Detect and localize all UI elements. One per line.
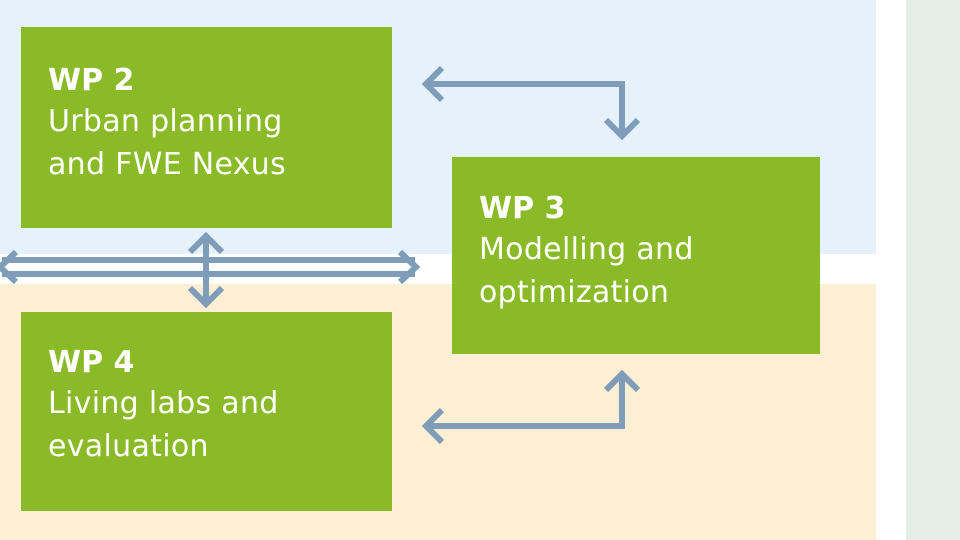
wp4-box: WP 4 Living labs and evaluation [21, 312, 392, 511]
wp2-description-line-1: Urban planning [48, 104, 283, 139]
wp2-title: WP 2 [48, 63, 135, 98]
wp2-description-line-2: and FWE Nexus [48, 147, 287, 182]
wp3-box: WP 3 Modelling and optimization [452, 157, 820, 354]
wp4-description-line-1: Living labs and [48, 386, 279, 421]
wp2-box: WP 2 Urban planning and FWE Nexus [21, 27, 392, 228]
wp3-title: WP 3 [479, 191, 566, 226]
arrow-external-wp3 [0, 249, 421, 285]
wp4-description-line-2: evaluation [48, 429, 209, 464]
wp3-description-line-2: optimization [479, 275, 670, 310]
wp4-title: WP 4 [48, 345, 135, 380]
wp3-description-line-1: Modelling and [479, 232, 694, 267]
side-zone-background [906, 0, 960, 540]
